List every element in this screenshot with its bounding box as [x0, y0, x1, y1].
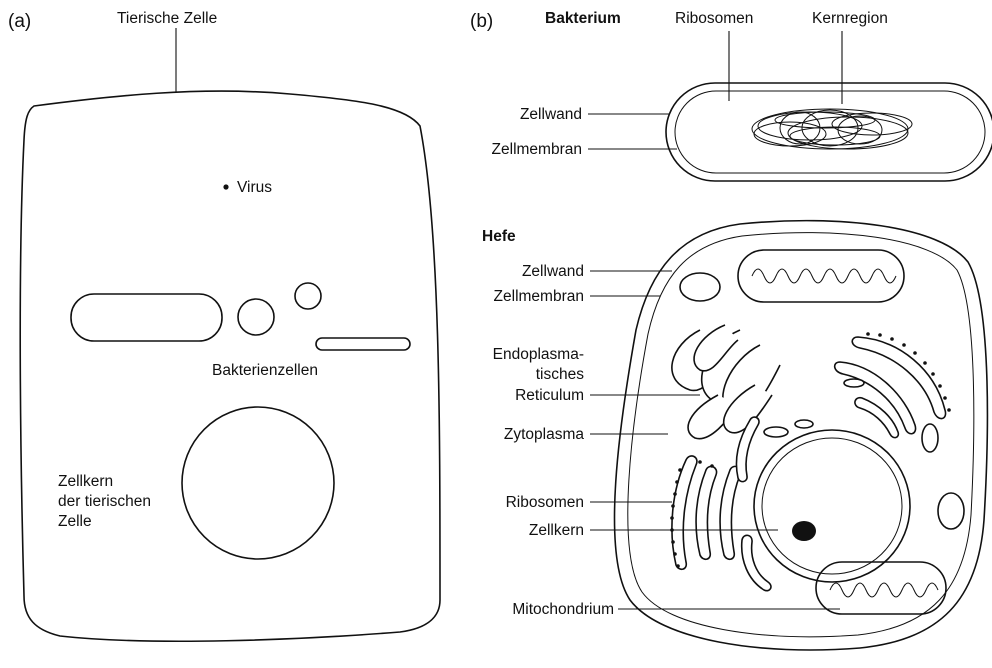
label-yeast-cell-wall: Zellwand — [522, 263, 584, 280]
bacterium-nucleoid — [752, 109, 912, 149]
yeast-vacuole-right — [938, 493, 964, 529]
label-nucleus-line2: der tierischen — [58, 493, 151, 510]
label-yeast-er-line3: Reticulum — [515, 387, 584, 404]
yeast-nucleolus — [792, 521, 816, 541]
label-bact-ribosomes: Ribosomen — [675, 10, 753, 27]
label-bact-membrane: Zellmembran — [492, 141, 582, 158]
bacterium-membrane — [675, 91, 985, 173]
label-bacteria: Bakterienzellen — [212, 362, 318, 379]
yeast-mitochondrion-bottom — [816, 562, 946, 614]
label-yeast-membrane: Zellmembran — [494, 288, 584, 305]
yeast-nucleus-inner — [762, 438, 902, 574]
label-virus: Virus — [237, 179, 272, 196]
label-yeast-cytoplasm: Zytoplasma — [504, 426, 584, 443]
virus-dot — [223, 184, 228, 189]
label-animal-cell: Tierische Zelle — [117, 10, 217, 27]
yeast-vacuole-top — [680, 273, 720, 301]
yeast-nucleus-outer — [754, 430, 910, 582]
label-bact-cell-wall: Zellwand — [520, 106, 582, 123]
label-nucleus-line3: Zelle — [58, 513, 92, 530]
label-yeast-nucleus: Zellkern — [529, 522, 584, 539]
yeast-er-right — [835, 337, 946, 452]
bacterium-title: Bakterium — [545, 10, 621, 27]
label-bact-nuclear-region: Kernregion — [812, 10, 888, 27]
label-yeast-mitochondrion: Mitochondrium — [512, 601, 614, 618]
yeast-mitochondrion-top — [738, 250, 904, 302]
bacterium-cell-wall — [666, 83, 992, 181]
bacterium-cell — [666, 83, 992, 181]
label-nucleus-line1: Zellkern — [58, 473, 113, 490]
yeast-cell — [614, 221, 987, 650]
yeast-title: Hefe — [482, 228, 516, 245]
label-yeast-er-line2: tisches — [536, 366, 584, 383]
label-yeast-ribosomes: Ribosomen — [506, 494, 584, 511]
panel-b-tag: (b) — [470, 11, 493, 32]
label-yeast-er-line1: Endoplasma- — [493, 346, 584, 363]
yeast-er-left — [672, 325, 780, 439]
panel-a-tag: (a) — [8, 11, 31, 32]
